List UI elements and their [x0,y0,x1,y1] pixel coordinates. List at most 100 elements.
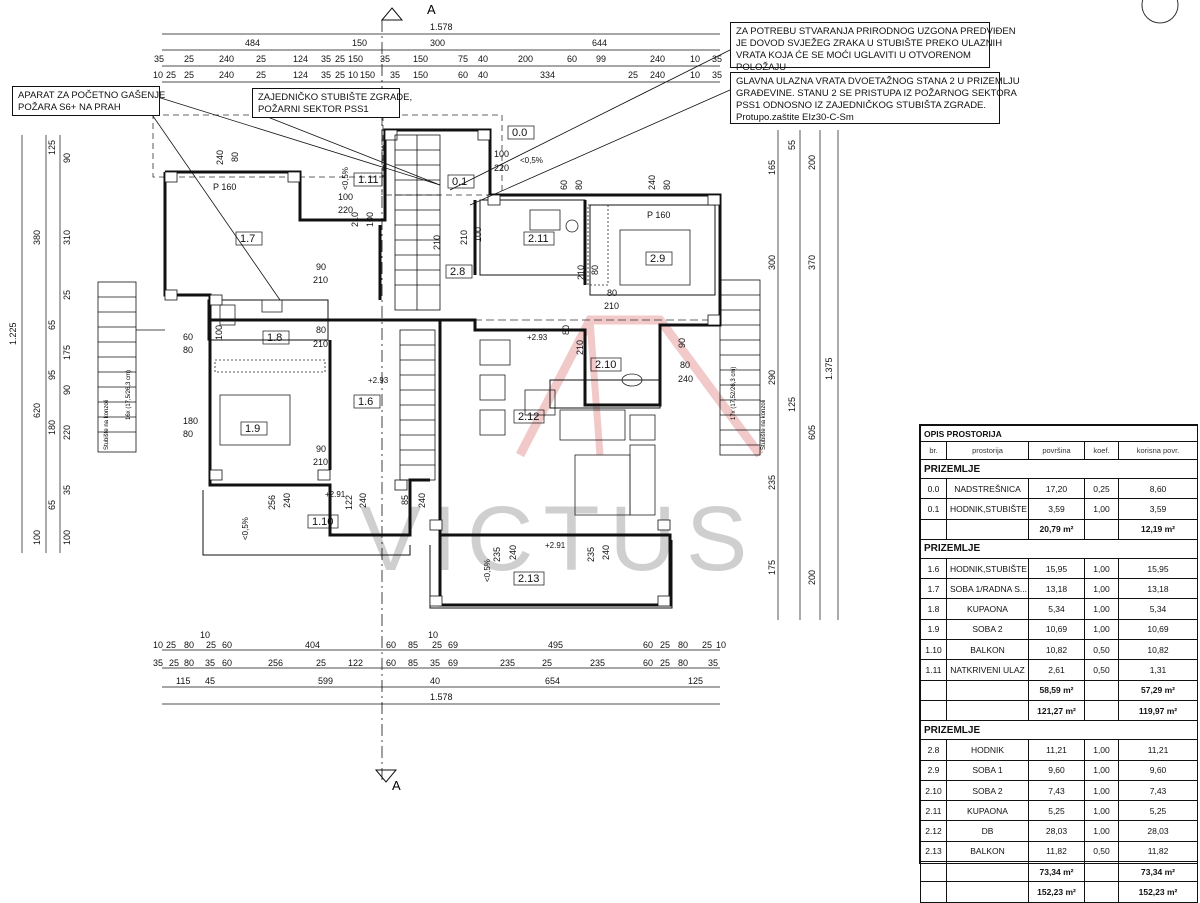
note-line: JE DOVOD SVJEŽEG ZRAKA U STUBIŠTE PREKO … [736,38,1003,49]
cell: 17,20 [1028,477,1085,500]
top-dim: 10 [348,70,358,80]
cell: 1,00 [1084,820,1119,842]
cell: 1,00 [1084,800,1119,822]
cell: DB [946,820,1029,842]
left-dim: 90 [62,385,72,395]
bottom-dim: 60 [222,640,232,650]
top-dim: 25 [628,70,638,80]
cell: 7,43 [1028,779,1085,802]
bottom-dim: 35 [153,658,163,668]
cell: KUPAONA [946,800,1029,822]
room-label-2-13: 2.13 [518,573,539,585]
bottom-dim: 80 [678,640,688,650]
top-dim: 25 [256,70,266,80]
cell: 1,00 [1084,598,1119,620]
opening-dim: 240 [417,493,427,508]
left-dim: 65 [47,320,57,330]
slope-mark: <0,5% [341,167,350,190]
room-schedule-table: OPIS PROSTORIJA br. prostorija površina … [919,424,1199,903]
bottom-dim: 80 [184,640,194,650]
stair-label-right: Stubište na konzoli [761,400,767,450]
left-dim: 175 [62,345,72,360]
right-dim: 200 [807,570,817,585]
note-line: GLAVNA ULAZNA VRATA DVOETAŽNOG STANA 2 U… [736,76,1020,87]
note-line: POŽARNI SEKTOR PSS1 [258,104,369,115]
note-entrance-door: GLAVNA ULAZNA VRATA DVOETAŽNOG STANA 2 U… [730,72,1020,124]
left-dim: 100 [62,530,72,545]
note-line: APARAT ZA POČETNO GAŠENJE [18,90,166,101]
cell: 11,82 [1117,840,1199,863]
cell: 10,82 [1117,639,1199,661]
slope-mark: <0,5% [483,559,492,582]
right-dim: 605 [807,425,817,440]
opening-dim: 256 [267,495,277,510]
bottom-dim: 35 [708,658,718,668]
top-dim: 75 [458,54,468,64]
top-dim: 150 [348,54,363,64]
cell: 2,61 [1028,659,1085,681]
opening-dim: 80 [590,265,600,275]
left-dim: 380 [32,230,42,245]
room-label-1-6: 1.6 [358,396,373,408]
cell: 2.12 [920,820,947,842]
opening-dim: 90 [316,262,326,272]
note-line: GRAĐEVINE. STANU 2 SE PRISTUPA IZ POŽARN… [736,88,1017,99]
bottom-dim: 69 [448,640,458,650]
top-dim: 10 [690,70,700,80]
top-dim: 300 [430,38,445,48]
cell: 3,59 [1117,498,1199,520]
cell: 1.8 [920,598,947,620]
cell: SOBA 1 [946,759,1029,781]
opening-dim: 210 [575,340,585,355]
bottom-dim: 35 [205,658,215,668]
cell: HODNIK [946,739,1029,761]
opening-dim: 60 [559,180,569,190]
opening-dim: 240 [678,374,693,384]
cell: 8,60 [1117,477,1199,500]
opening-dim: 80 [607,288,617,298]
sum-cell: 119,97 m² [1117,699,1199,722]
opening-dim: 210 [432,235,442,250]
right-dim: 290 [767,370,777,385]
opening-dim: 80 [680,360,690,370]
opening-dim: 210 [604,301,619,311]
left-dim: 180 [47,420,57,435]
right-dim: 370 [807,255,817,270]
top-dim: 35 [321,70,331,80]
top-dim: 35 [154,54,164,64]
room-label-0-1: 0.1 [452,176,467,188]
opening-dim: 80 [230,152,240,162]
cell: 1.7 [920,578,947,600]
note-line: Protupo.zaštite EIz30-C-Sm [736,112,854,123]
left-dim: 95 [47,370,57,380]
cell: 1.9 [920,618,947,641]
right-dim: 200 [807,155,817,170]
header-cell: br. [920,441,947,460]
top-dim: 40 [478,70,488,80]
cell: SOBA 2 [946,779,1029,802]
top-dim: 35 [712,70,722,80]
cell: 13,18 [1117,578,1199,600]
top-dim: 240 [219,54,234,64]
opening-dim: 210 [313,339,328,349]
watermark: VICTUS [360,315,764,590]
cell: 11,82 [1028,840,1085,863]
bottom-dim: 10 [153,640,163,650]
cell: 0.1 [920,498,947,520]
top-dim: 484 [245,38,260,48]
cell: SOBA 1/RADNA S... [946,578,1029,600]
top-dim: 35 [321,54,331,64]
top-dim: 25 [166,70,176,80]
window-label: P 160 [213,182,236,192]
top-dim: 240 [650,70,665,80]
right-dim: 175 [767,560,777,575]
right-dim: 235 [767,475,777,490]
opening-dim: 220 [494,163,509,173]
bottom-dim: 122 [348,658,363,668]
